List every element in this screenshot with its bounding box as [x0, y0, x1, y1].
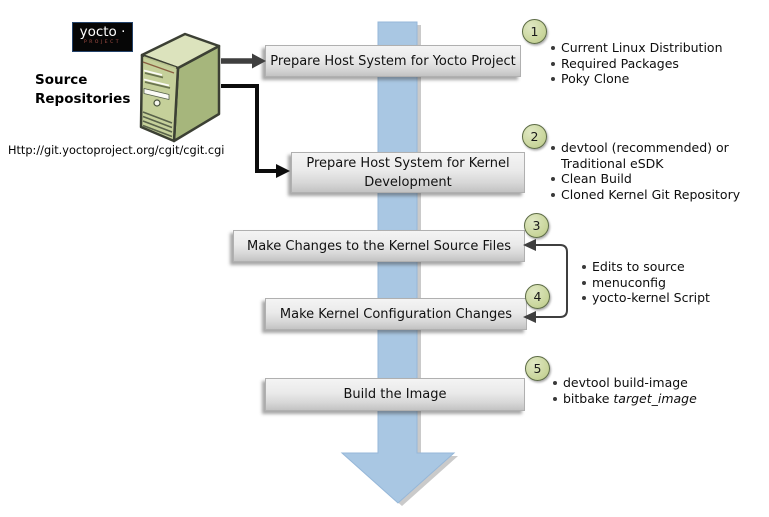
- bullet-item: Cloned Kernel Git Repository: [551, 187, 740, 203]
- bullet-dot: [551, 177, 555, 181]
- bullet-dot: [551, 146, 555, 150]
- bullet-item: devtool (recommended) or Traditional eSD…: [551, 140, 740, 171]
- bullet-dot: [551, 192, 555, 197]
- step-box-2: Prepare Host System for Kernel Developme…: [291, 152, 525, 193]
- bullet-item: Poky Clone: [551, 71, 723, 87]
- bracket-steps-3-4: [523, 239, 568, 323]
- step-2-bullet-list: devtool (recommended) or Traditional eSD…: [551, 140, 740, 202]
- step-box-5: Build the Image: [265, 378, 525, 411]
- bullet-dot: [551, 77, 555, 81]
- bullet-dot: [551, 46, 555, 50]
- step-number-1: 1: [522, 19, 547, 44]
- bullet-item: Required Packages: [551, 56, 723, 72]
- steps-3-4-bullet-list: Edits to source menuconfig yocto-kernel …: [582, 259, 710, 306]
- bullet-item: Clean Build: [551, 171, 740, 187]
- bullet-item: menuconfig: [582, 275, 710, 291]
- server-icon: [139, 32, 221, 143]
- bullet-dot: [582, 265, 586, 269]
- yocto-logo-text: yocto ·: [79, 24, 126, 40]
- bullet-dot: [582, 280, 586, 285]
- flow-arrow: [340, 21, 456, 504]
- yocto-logo: yocto · PROJECT: [72, 22, 133, 52]
- bullet-item: Current Linux Distribution: [551, 40, 723, 56]
- bullet-dot: [553, 381, 557, 385]
- step-box-3: Make Changes to the Kernel Source Files: [233, 230, 525, 262]
- yocto-logo-subtext: PROJECT: [84, 40, 121, 45]
- step-box-4: Make Kernel Configuration Changes: [265, 298, 527, 330]
- bullet-dot: [551, 61, 555, 66]
- step-box-1-label: Prepare Host System for Yocto Project: [270, 53, 516, 69]
- step-number-2: 2: [522, 124, 547, 149]
- step-box-1: Prepare Host System for Yocto Project: [265, 45, 521, 77]
- step-number-3: 3: [524, 213, 549, 238]
- bullet-dot: [582, 296, 586, 300]
- bullet-item: devtool build-image: [553, 375, 697, 391]
- bullet-item: yocto-kernel Script: [582, 290, 710, 306]
- step-box-5-label: Build the Image: [343, 387, 447, 402]
- step-number-5: 5: [525, 356, 550, 381]
- step-number-4: 4: [525, 284, 550, 309]
- arrow-source-to-step2: [221, 84, 290, 178]
- bullet-dot: [553, 396, 557, 401]
- step-box-4-label: Make Kernel Configuration Changes: [279, 306, 513, 322]
- arrow-source-to-step1: [221, 53, 266, 69]
- step-box-2-label: Prepare Host System for Kernel Developme…: [306, 155, 510, 190]
- repository-url: Http://git.yoctoproject.org/cgit/cgit.cg…: [8, 144, 225, 157]
- bullet-item: Edits to source: [582, 259, 710, 275]
- source-repositories-label: Source Repositories: [35, 72, 131, 107]
- step-box-3-label: Make Changes to the Kernel Source Files: [247, 238, 511, 254]
- step-1-bullet-list: Current Linux Distribution Required Pack…: [551, 40, 723, 87]
